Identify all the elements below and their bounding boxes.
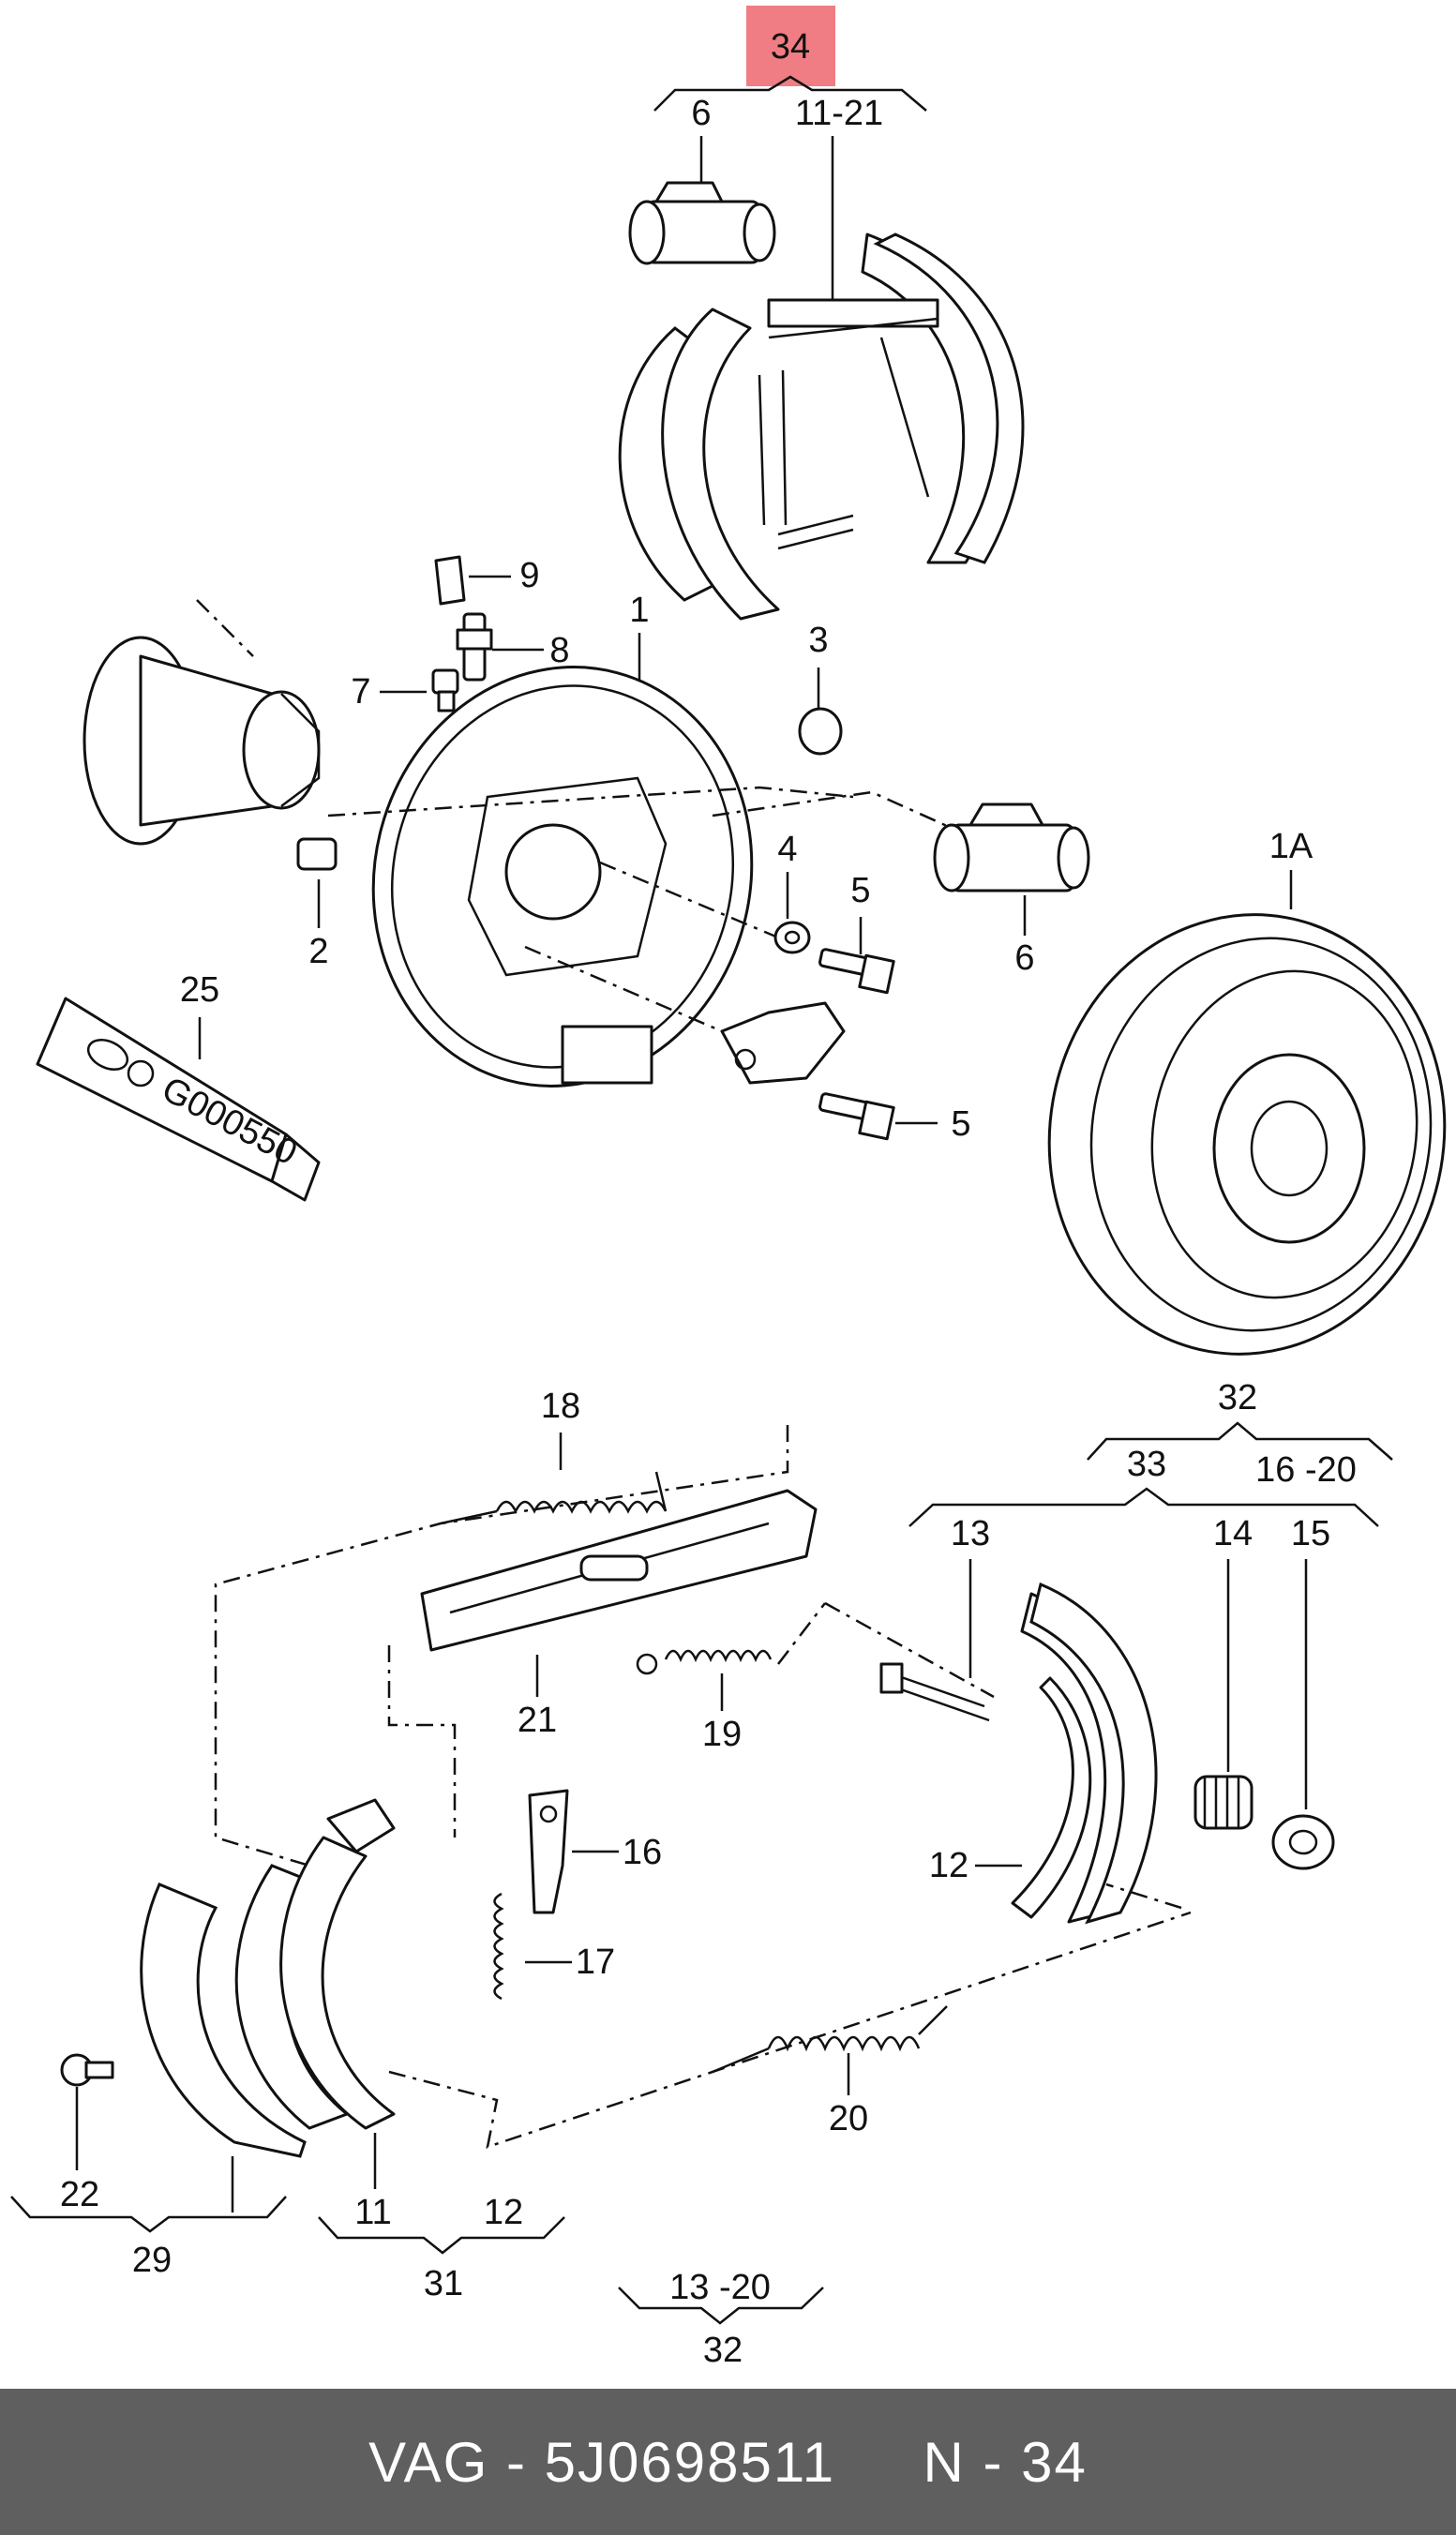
footer-part-number: 5J0698511 xyxy=(544,2430,836,2494)
callout-19[interactable]: 19 xyxy=(702,1715,742,1754)
footer-brand: VAG xyxy=(368,2430,489,2494)
bracket[interactable] xyxy=(720,1001,846,1085)
brace-29 xyxy=(10,2196,287,2233)
adjuster-strut-21[interactable] xyxy=(420,1489,818,1652)
spring-17[interactable] xyxy=(493,1892,504,2001)
sleeve-2[interactable] xyxy=(296,837,338,871)
spring-19[interactable] xyxy=(636,1649,773,1675)
callout-5-upper[interactable]: 5 xyxy=(850,871,870,910)
washer-4[interactable] xyxy=(773,921,811,954)
footer-ref: N - 34 xyxy=(923,2430,1088,2494)
bleeder-valve-9[interactable] xyxy=(434,555,466,606)
callout-7[interactable]: 7 xyxy=(351,672,370,712)
callout-8[interactable]: 8 xyxy=(549,631,569,670)
callout-18[interactable]: 18 xyxy=(541,1387,580,1426)
axis-line-cylinder xyxy=(712,790,967,836)
callout-21[interactable]: 21 xyxy=(518,1701,557,1740)
callout-16-20-right[interactable]: 16 -20 xyxy=(1255,1450,1357,1490)
callout-17[interactable]: 17 xyxy=(576,1942,615,1982)
lever-16[interactable] xyxy=(528,1789,569,1914)
callout-34[interactable]: 34 xyxy=(771,27,810,67)
highlight-box-34 xyxy=(746,6,835,86)
footer-text: VAG - 5J0698511 N - 34 xyxy=(368,2430,1088,2495)
brake-backing-plate[interactable] xyxy=(327,624,799,1129)
cup-15[interactable] xyxy=(1271,1814,1335,1870)
axis-line-bolts xyxy=(524,861,779,1033)
plug-3[interactable] xyxy=(798,707,843,756)
spring-14[interactable] xyxy=(1193,1775,1253,1830)
brake-shoe-assembly-top[interactable] xyxy=(618,232,1025,621)
callout-32-bottom[interactable]: 32 xyxy=(703,2331,743,2370)
wheel-cylinder-mid[interactable] xyxy=(933,802,1090,892)
callout-11-21[interactable]: 11-21 xyxy=(795,94,883,133)
guide-line-spring-20 xyxy=(388,1882,1192,2149)
callout-31[interactable]: 31 xyxy=(424,2264,463,2303)
callout-2[interactable]: 2 xyxy=(308,932,328,971)
footer-bar: VAG - 5J0698511 N - 34 xyxy=(0,2389,1456,2535)
callout-12-right[interactable]: 12 xyxy=(929,1846,968,1885)
callout-22[interactable]: 22 xyxy=(60,2175,99,2214)
brake-shoe-left[interactable] xyxy=(234,1798,396,2130)
callout-11-bottom[interactable]: 11 xyxy=(354,2193,391,2232)
rivet-22[interactable] xyxy=(60,2053,114,2087)
guide-lines-lower xyxy=(214,1425,995,1868)
spring-18[interactable] xyxy=(440,1471,668,1525)
callout-25[interactable]: 25 xyxy=(180,970,219,1010)
exploded-parts-diagram: 34 6 11-21 9 8 7 xyxy=(10,6,1456,2370)
hold-down-pin-13[interactable] xyxy=(879,1662,990,1722)
callout-5-lower[interactable]: 5 xyxy=(951,1104,970,1144)
spring-20[interactable] xyxy=(712,2005,948,2074)
callout-33[interactable]: 33 xyxy=(1127,1445,1166,1484)
callout-6-top[interactable]: 6 xyxy=(691,94,711,133)
footer-separator: - xyxy=(488,2430,545,2494)
footer-gap xyxy=(835,2431,923,2494)
brace-34 xyxy=(653,75,927,112)
callout-9[interactable]: 9 xyxy=(519,556,539,595)
grease-tube[interactable]: G000550 xyxy=(36,997,321,1202)
brake-shoe-right[interactable] xyxy=(1011,1582,1158,1925)
callout-13[interactable]: 13 xyxy=(951,1514,990,1553)
bolt-5-upper[interactable] xyxy=(818,948,895,995)
brake-lining-29[interactable] xyxy=(140,1882,307,2158)
axis-line-hub xyxy=(196,599,854,818)
callout-1[interactable]: 1 xyxy=(629,591,649,630)
wheel-hub[interactable] xyxy=(83,636,321,846)
wheel-cylinder-top[interactable] xyxy=(628,181,776,265)
callout-29[interactable]: 29 xyxy=(132,2241,172,2280)
callout-16[interactable]: 16 xyxy=(623,1833,662,1872)
callout-20[interactable]: 20 xyxy=(829,2099,868,2138)
callout-15[interactable]: 15 xyxy=(1291,1514,1330,1553)
callout-13-20[interactable]: 13 -20 xyxy=(669,2268,771,2307)
brake-drum[interactable] xyxy=(1014,883,1456,1386)
brace-31 xyxy=(318,2216,565,2255)
callout-12-bottom[interactable]: 12 xyxy=(484,2193,523,2232)
bolt-8[interactable] xyxy=(456,612,493,682)
callout-4[interactable]: 4 xyxy=(777,830,797,869)
brace-32-right xyxy=(1087,1421,1393,1461)
callout-1A[interactable]: 1A xyxy=(1269,827,1313,866)
brace-33 xyxy=(908,1487,1379,1527)
callout-32-right[interactable]: 32 xyxy=(1218,1378,1257,1418)
callout-14[interactable]: 14 xyxy=(1213,1514,1253,1553)
bolt-5-lower[interactable] xyxy=(818,1092,895,1141)
callout-6-mid[interactable]: 6 xyxy=(1014,938,1034,978)
brace-32-bottom xyxy=(618,2287,824,2325)
screw-7[interactable] xyxy=(431,668,459,712)
callout-3[interactable]: 3 xyxy=(808,621,828,660)
